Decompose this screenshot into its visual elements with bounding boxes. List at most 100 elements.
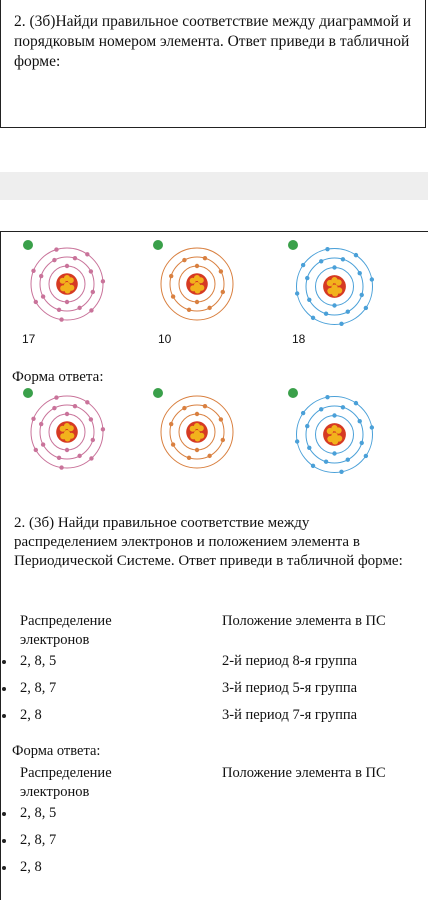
answer-col1-header: Распределение электронов — [20, 765, 112, 800]
electron — [207, 453, 212, 459]
electron — [202, 256, 208, 261]
nucleus-particle — [194, 435, 201, 442]
electron — [332, 451, 337, 456]
electron — [89, 308, 94, 313]
electron — [59, 465, 64, 470]
electron — [325, 246, 330, 252]
nucleus-particle — [326, 279, 334, 287]
electron — [369, 425, 375, 430]
row-bullet — [2, 687, 6, 691]
electron — [186, 455, 192, 460]
electron — [207, 305, 212, 311]
task2-left-border — [0, 231, 1, 900]
electron — [359, 440, 364, 446]
electron — [323, 459, 329, 464]
electron — [319, 259, 324, 264]
electron — [90, 437, 95, 443]
electron — [332, 413, 337, 418]
col2-header: Положение элемента в ПС — [222, 613, 386, 629]
electron — [294, 291, 300, 296]
pos-row-2: 3-й период 5-я группа — [222, 680, 358, 696]
atom-diagram-orange — [153, 240, 234, 321]
electron — [340, 257, 346, 262]
electron — [345, 309, 350, 314]
element-badge — [153, 388, 163, 398]
electron — [332, 265, 337, 270]
electron — [310, 315, 316, 321]
atom-diagram-blue-answer — [288, 388, 375, 475]
electron-shell — [160, 247, 234, 321]
electron — [363, 305, 369, 311]
electron — [332, 303, 337, 308]
nucleus-particle — [59, 277, 66, 284]
electron — [194, 299, 200, 305]
electron — [85, 252, 90, 257]
nucleus-particle — [331, 290, 339, 297]
task1-title: 2. (3б)Найди правильное соответствие меж… — [14, 13, 412, 70]
pos-row-3: 3-й период 7-я группа — [222, 707, 358, 723]
electron — [310, 463, 316, 469]
electron-shell — [169, 404, 225, 460]
electron — [220, 289, 225, 295]
nucleus-particle — [194, 287, 201, 294]
element-badge — [23, 388, 33, 398]
task2-title: 2. (3б) Найди правильное соответствие ме… — [14, 515, 403, 569]
electron — [64, 299, 70, 305]
electron — [194, 263, 200, 269]
answer-dist-3: 2, 8 — [20, 859, 42, 875]
col1-header: Распределение электронов — [20, 613, 112, 648]
nucleus-particle — [331, 438, 339, 445]
nucleus-particle — [326, 427, 334, 435]
nucleus-particle — [64, 287, 71, 294]
nucleus-particle — [64, 435, 71, 442]
electron — [300, 262, 306, 268]
electron — [307, 297, 312, 302]
dist-row-1: 2, 8, 5 — [20, 653, 57, 669]
electron — [40, 294, 46, 299]
nucleus-particle — [189, 425, 196, 432]
electron — [357, 419, 362, 424]
electron — [194, 411, 200, 417]
electron-shell — [30, 395, 104, 469]
electron — [39, 421, 44, 427]
electron — [186, 307, 192, 312]
electron — [305, 423, 310, 429]
element-badge — [288, 388, 298, 398]
nucleus-particle — [193, 423, 201, 430]
electron-shell — [296, 396, 373, 473]
electron — [340, 405, 346, 410]
diagram-number-1: 17 — [22, 332, 36, 346]
row-bullet — [2, 866, 6, 870]
row-bullet — [2, 839, 6, 843]
answer-dist-2: 2, 8, 7 — [20, 832, 57, 848]
electron-shell — [160, 395, 234, 469]
electron — [218, 417, 224, 422]
electron — [359, 292, 364, 298]
electron — [353, 252, 359, 258]
diagram-number-3: 18 — [292, 332, 306, 346]
row-bullet — [2, 812, 6, 816]
electron — [323, 311, 329, 316]
electron — [89, 456, 94, 461]
row-bullet — [2, 660, 6, 664]
electron — [52, 257, 57, 263]
task2-top-border — [0, 231, 428, 232]
task2-answer-label: Форма ответа: — [12, 743, 101, 759]
electron — [218, 269, 224, 274]
electron — [31, 268, 36, 273]
electron — [72, 256, 78, 261]
electron — [345, 457, 350, 462]
electron — [353, 400, 359, 406]
nucleus-particle — [59, 425, 66, 432]
dist-row-3: 2, 8 — [20, 707, 42, 723]
electron — [294, 439, 300, 444]
atom-diagram-pink — [23, 240, 106, 322]
electron — [77, 453, 82, 459]
electron — [90, 289, 95, 295]
electron — [33, 447, 38, 453]
diagram-number-2: 10 — [158, 332, 172, 346]
electron — [339, 321, 344, 327]
electron — [88, 417, 94, 422]
element-badge — [23, 240, 33, 250]
electron — [56, 307, 62, 312]
